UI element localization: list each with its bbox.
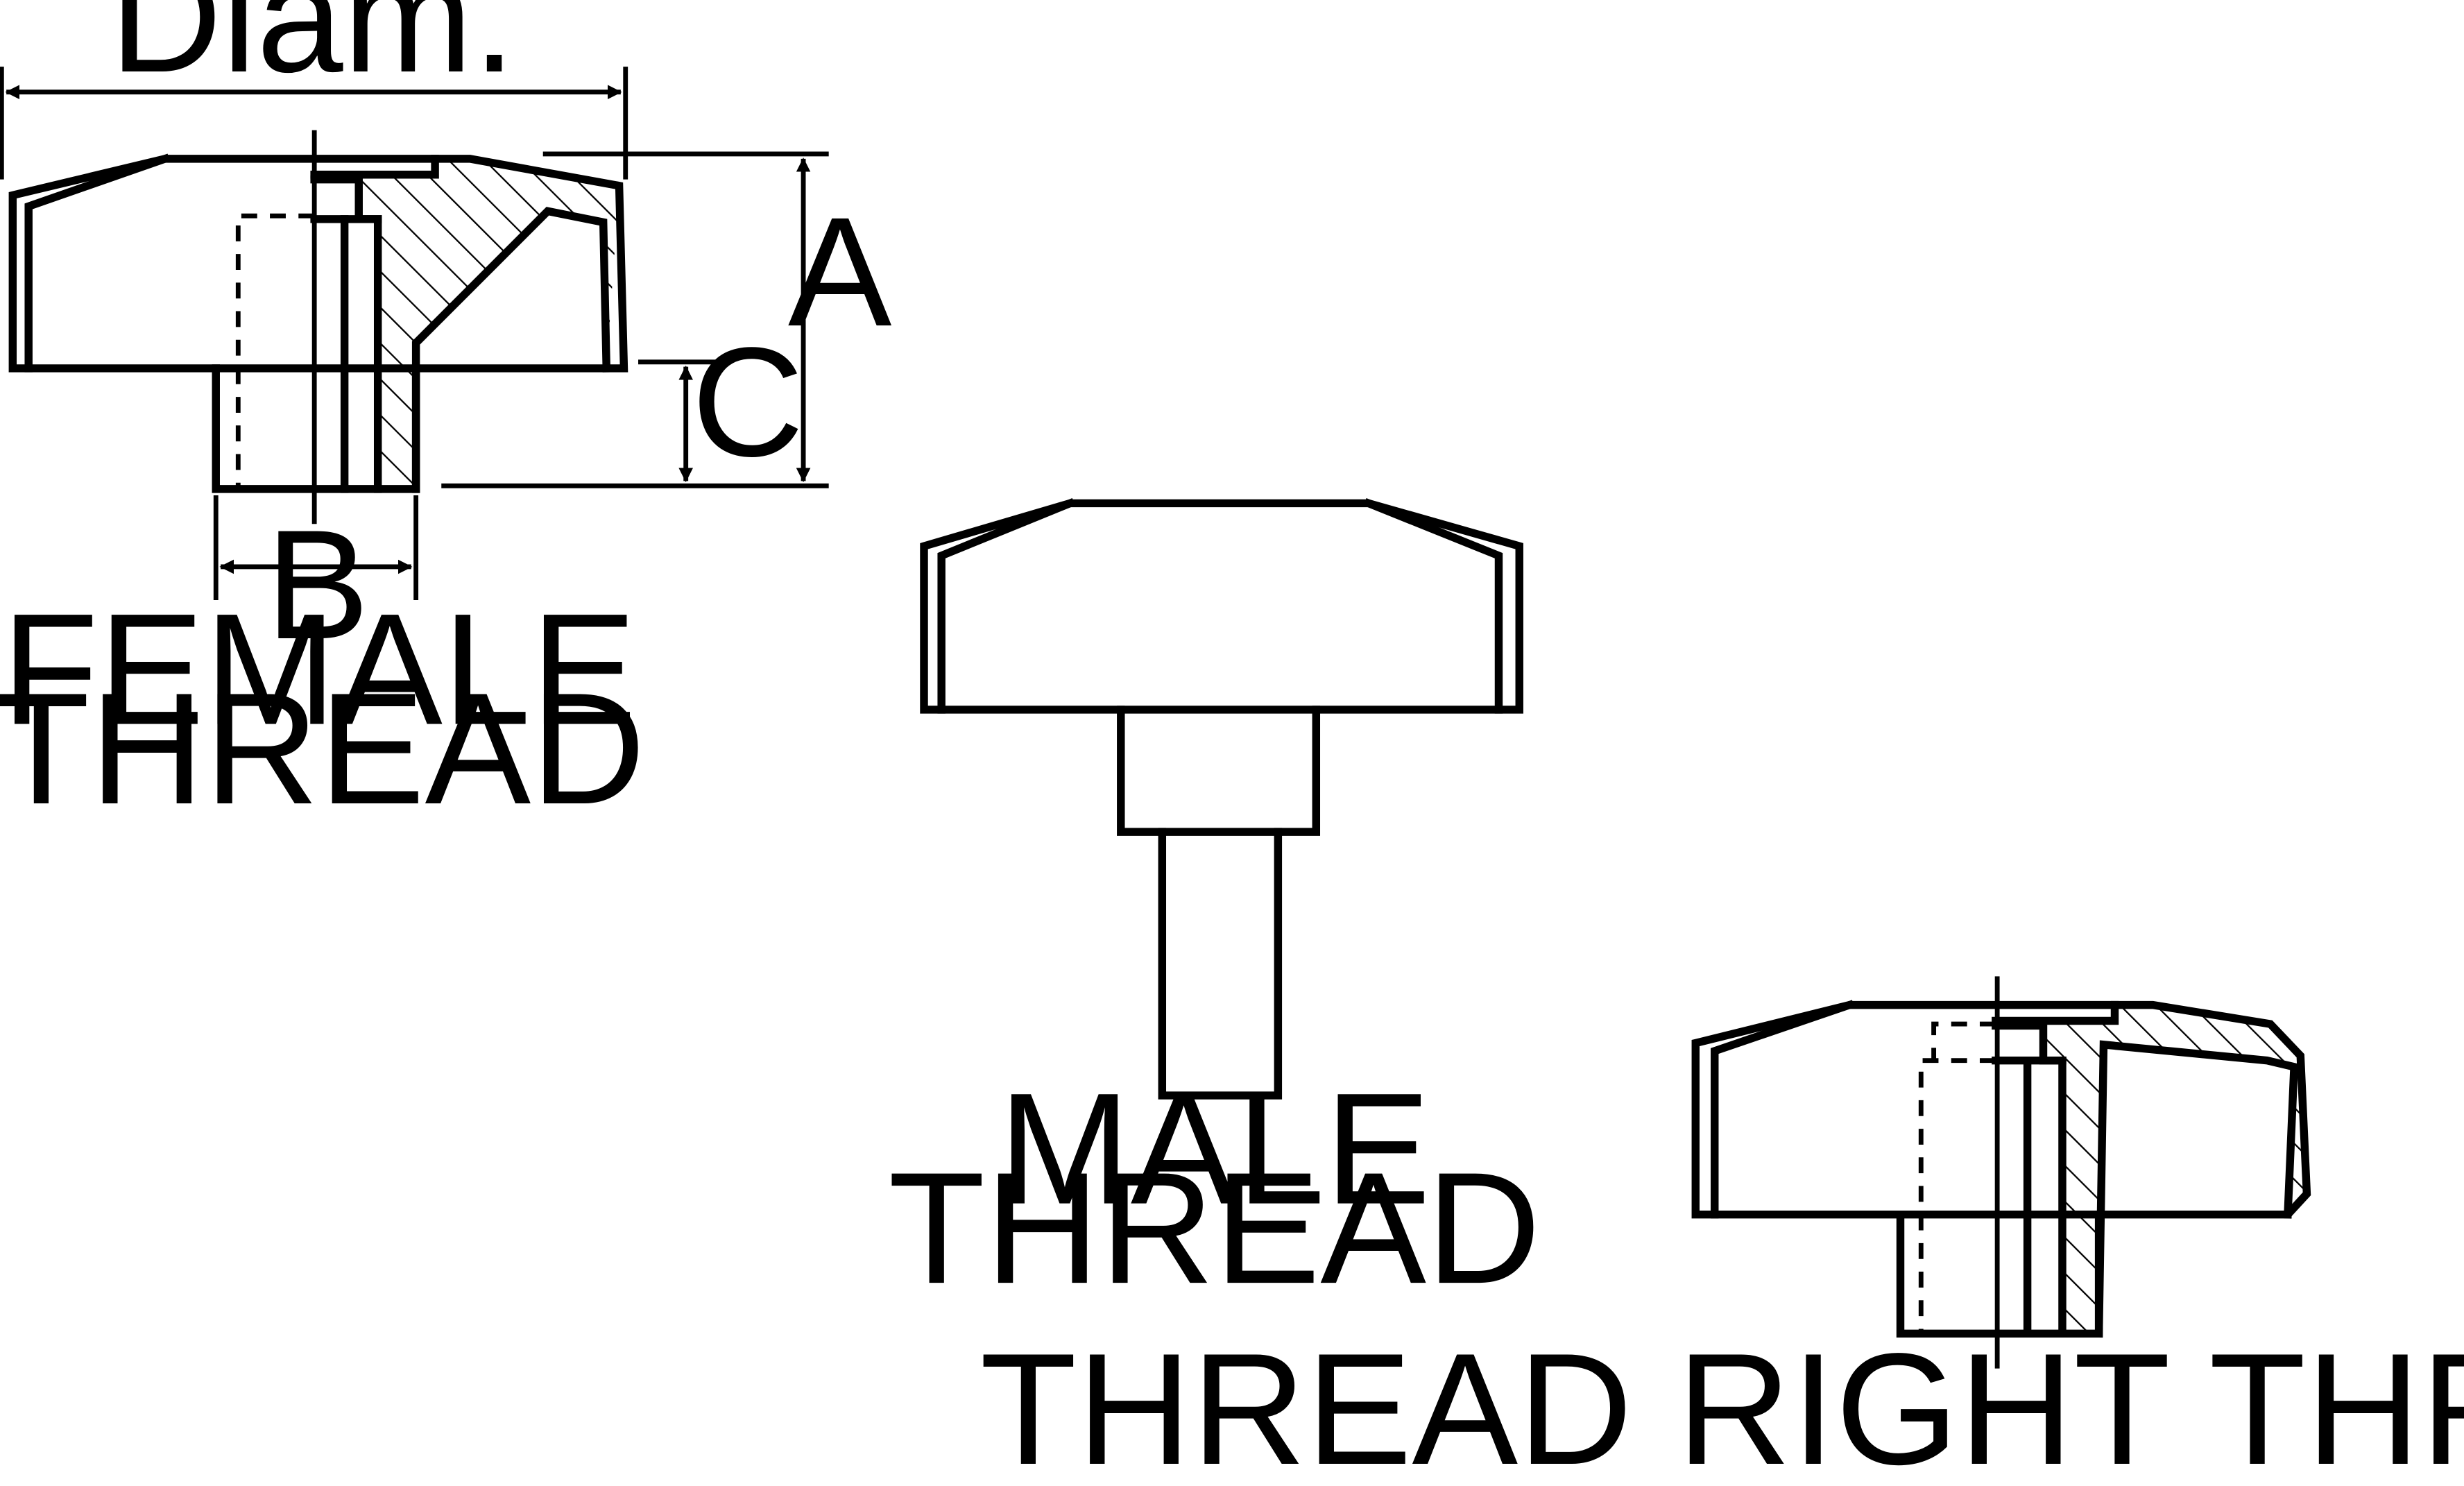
- female-insert-outline: [310, 155, 439, 179]
- through-caption: THREAD RIGHT THROUGH: [980, 1321, 2464, 1486]
- through-insert-outline: [1992, 1000, 2119, 1025]
- diam-label: Diam.: [110, 0, 516, 105]
- through-section-inner-outline: [2094, 1040, 2299, 1338]
- b-label: B: [266, 497, 370, 672]
- female-caption-line1: FEMALE: [1, 581, 637, 758]
- through-hidden-bore: [1918, 1021, 1996, 1334]
- female-knob-inner-edge: [24, 153, 171, 373]
- female-thread-knob: Diam. A C B FEMALE THREAD: [0, 0, 892, 837]
- through-section-hatch: [2043, 1005, 2307, 1334]
- male-knob-inner-edge-right: [1363, 497, 1503, 714]
- male-thread-knob: MALE THREAD: [888, 497, 1541, 1317]
- female-section-hatch: [361, 158, 619, 489]
- c-label: C: [692, 315, 804, 489]
- through-thread-knob: THREAD RIGHT THROUGH: [980, 976, 2464, 1486]
- a-label: A: [788, 185, 892, 359]
- male-knob-inner-edge-left: [937, 497, 1076, 714]
- male-knob-head-outline: [920, 499, 1523, 714]
- male-knob-collar: [1117, 706, 1321, 836]
- male-threaded-stud: [1158, 828, 1283, 1100]
- through-knob-inner-edge: [1711, 1000, 1855, 1219]
- female-hidden-bore: [235, 213, 315, 489]
- male-caption-line1: MALE: [998, 1061, 1430, 1238]
- male-caption-line2: THREAD: [888, 1140, 1541, 1317]
- female-caption-line2: THREAD: [0, 660, 645, 837]
